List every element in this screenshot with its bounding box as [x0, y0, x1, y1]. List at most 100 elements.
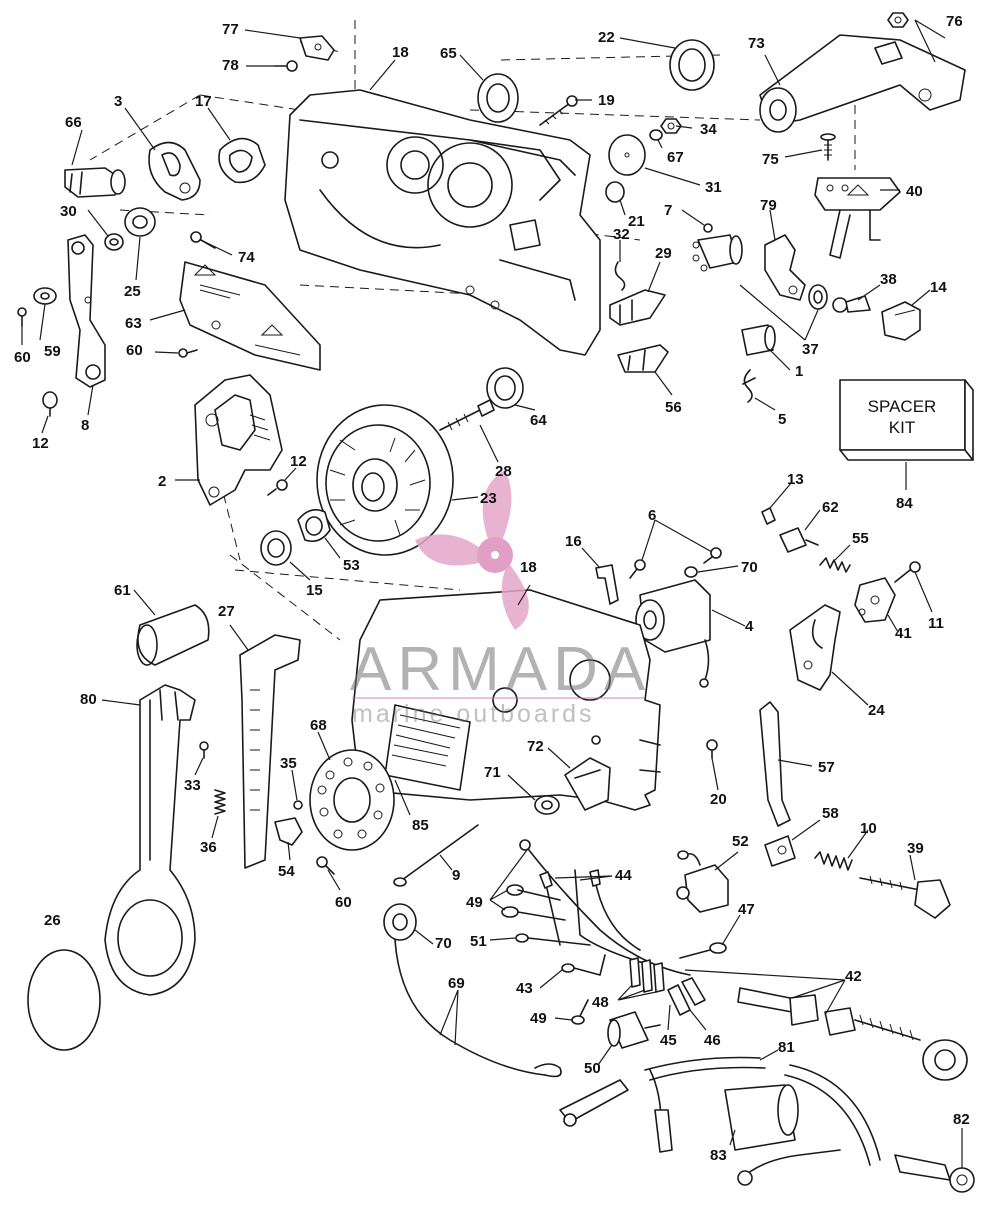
- part-61-grip: [136, 604, 210, 666]
- callout-label: 85: [412, 817, 429, 834]
- part-65-bushing: [477, 73, 519, 123]
- callout-label: 34: [700, 121, 717, 138]
- callout-label: 47: [738, 901, 755, 918]
- callout-label: 28: [495, 463, 512, 480]
- callout-label: 12: [290, 453, 307, 470]
- callout-label: 55: [852, 530, 869, 547]
- part-12-knob-left: [42, 391, 58, 417]
- callout-label: 60: [335, 894, 352, 911]
- callout-label: 67: [667, 149, 684, 166]
- callout-label: 39: [907, 840, 924, 857]
- part-4-warning-horn: [635, 579, 711, 688]
- part-10-spring: [814, 851, 853, 871]
- callout-label: 51: [470, 933, 487, 950]
- callout-label: 7: [664, 202, 672, 219]
- part-76-nut: [887, 12, 909, 28]
- callout-label: 73: [748, 35, 765, 52]
- callout-labels: 77 78 18 65 22 19 73 76 66 3 17 34 67 75…: [14, 13, 970, 1164]
- watermark-brand: ARMADA: [350, 635, 651, 704]
- callout-label: 70: [435, 935, 452, 952]
- part-26-o-ring: [27, 949, 101, 1051]
- callout-label: 6: [648, 507, 656, 524]
- callout-label: 44: [615, 867, 632, 884]
- part-62-pin-assembly: [779, 527, 819, 553]
- callout-label: 41: [895, 625, 912, 642]
- callout-label: 49: [466, 894, 483, 911]
- callout-label: 31: [705, 179, 722, 196]
- part-70-lanyard-clip: [383, 903, 417, 941]
- callout-label: 79: [760, 197, 777, 214]
- callout-label: 30: [60, 203, 77, 220]
- callout-label: 1: [795, 363, 803, 380]
- part-16-clip: [595, 564, 619, 605]
- callout-label: 5: [778, 411, 786, 428]
- part-24-plate: [789, 604, 841, 691]
- part-22-ring: [669, 39, 715, 91]
- part-78-screw: [274, 60, 298, 72]
- part-43-terminal: [561, 954, 606, 976]
- callout-label: 45: [660, 1032, 677, 1049]
- part-20-screw: [706, 739, 718, 759]
- callout-label: 60: [126, 342, 143, 359]
- callout-label: 10: [860, 820, 877, 837]
- part-35-screw: [293, 800, 303, 810]
- callout-label: 83: [710, 1147, 727, 1164]
- callout-label: 20: [710, 791, 727, 808]
- part-53-gasket: [297, 509, 331, 543]
- callout-label: 60: [14, 349, 31, 366]
- callout-label: 49: [530, 1010, 547, 1027]
- part-66-cam: [64, 167, 126, 198]
- callout-label: 78: [222, 57, 239, 74]
- part-64-ring: [486, 367, 524, 409]
- spacer-kit-line1: SPACER: [868, 397, 937, 416]
- part-63-cover-plate: [179, 261, 321, 371]
- callout-label: 37: [802, 341, 819, 358]
- part-18-lower-housing: [351, 589, 661, 811]
- part-45-46-terminals: [667, 977, 706, 1016]
- callout-label: 66: [65, 114, 82, 131]
- callout-label: 77: [222, 21, 239, 38]
- part-32-spring-clip: [614, 261, 626, 291]
- callout-label: 38: [880, 271, 897, 288]
- part-12-knob-mid: [267, 479, 288, 496]
- part-50-fitting: [607, 1011, 661, 1049]
- alignment-lines: [89, 20, 856, 641]
- callout-label: 3: [114, 93, 122, 110]
- part-59-washer: [33, 287, 57, 305]
- callout-label: 72: [527, 738, 544, 755]
- callout-label: 13: [787, 471, 804, 488]
- callout-label: 70: [741, 559, 758, 576]
- part-84-spacer-kit-box: [839, 379, 974, 461]
- leader-lines: [21, 19, 963, 1168]
- callout-label: 71: [484, 764, 501, 781]
- callout-label: 58: [822, 805, 839, 822]
- part-33-screw: [199, 741, 209, 759]
- part-ignition-switch: [692, 234, 743, 272]
- part-67-washer: [649, 129, 663, 141]
- callout-label: 22: [598, 29, 615, 46]
- callout-label: 46: [704, 1032, 721, 1049]
- part-60-screw-left: [17, 307, 27, 327]
- part-1-sleeve: [741, 324, 776, 356]
- part-38-key: [832, 295, 871, 313]
- part-55-spring: [819, 557, 851, 573]
- callout-label: 62: [822, 499, 839, 516]
- part-72-neutral-button: [564, 735, 611, 811]
- part-28-bolt: [439, 399, 495, 431]
- part-14-knob: [881, 301, 921, 341]
- part-27-throttle-arm: [239, 634, 301, 869]
- callout-label: 57: [818, 759, 835, 776]
- callout-label: 65: [440, 45, 457, 62]
- callout-label: 80: [80, 691, 97, 708]
- callout-label: 9: [452, 867, 460, 884]
- part-79-bracket: [764, 234, 806, 301]
- callout-label: 74: [238, 249, 255, 266]
- part-6-screw-a: [629, 559, 646, 579]
- callout-label: 16: [565, 533, 582, 550]
- part-56-bracket: [617, 344, 669, 373]
- part-23-gear-disc: [316, 404, 454, 556]
- callout-label: 23: [480, 490, 497, 507]
- callout-label: 12: [32, 435, 49, 452]
- part-3-link-plate: [148, 141, 201, 201]
- callout-label: 59: [44, 343, 61, 360]
